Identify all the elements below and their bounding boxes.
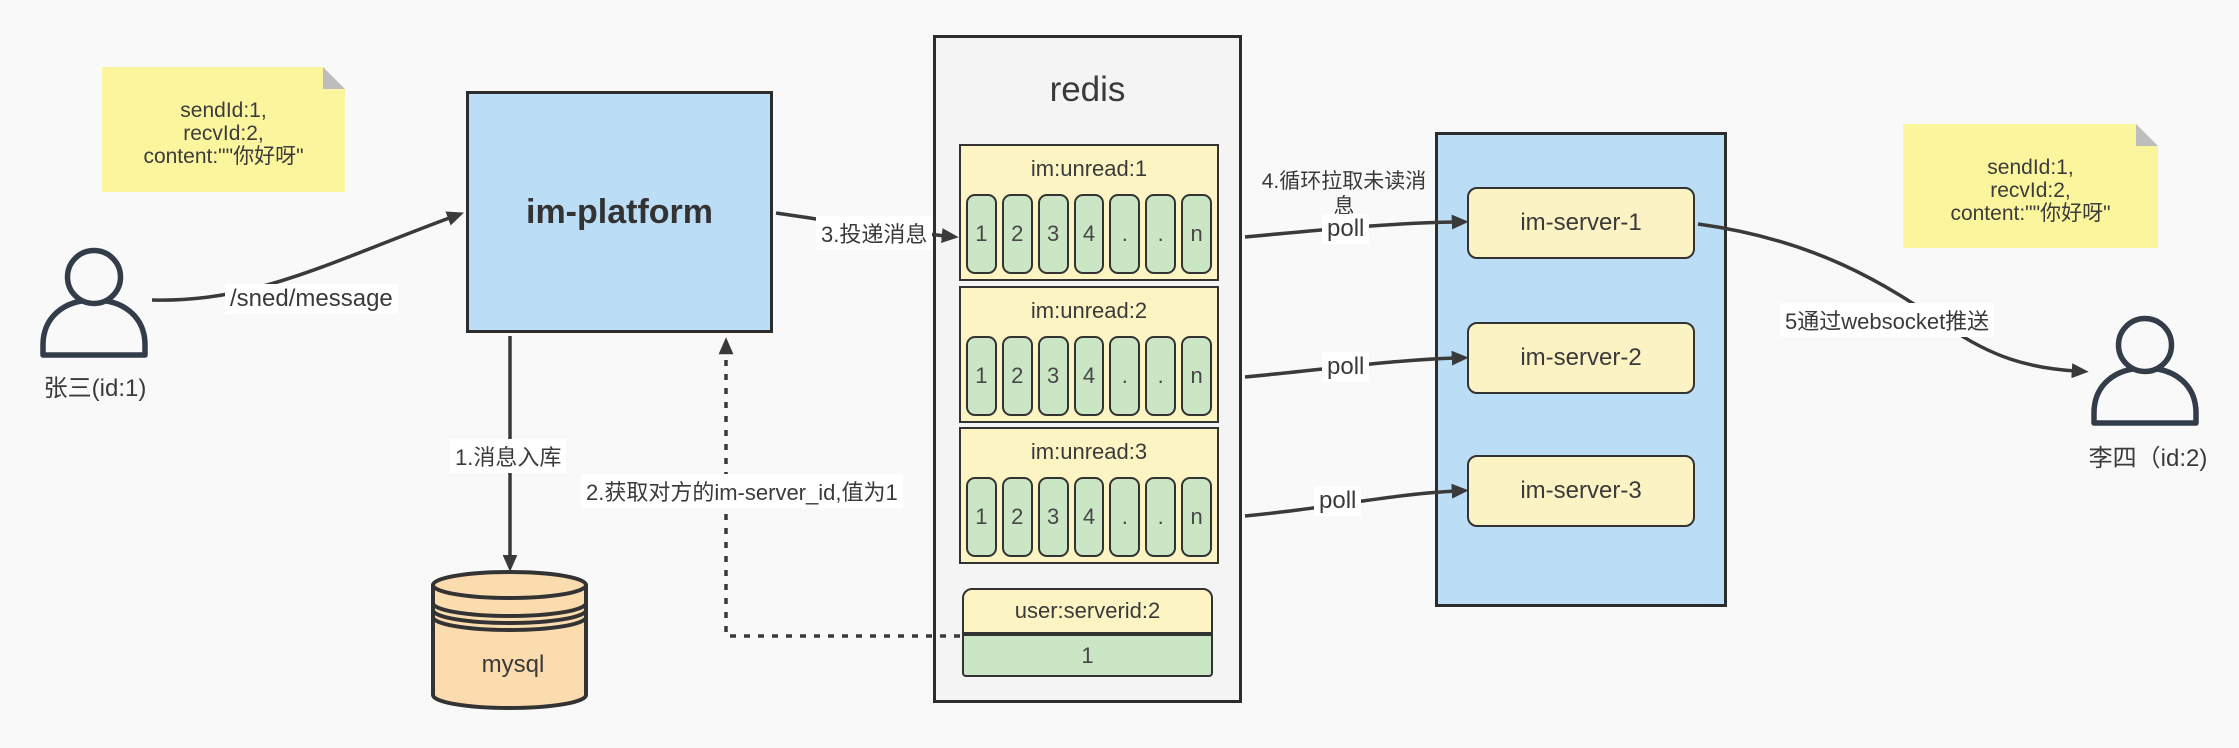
redis-queue-unread-3: im:unread:3 1 2 3 4 . . n: [959, 427, 1219, 564]
websocket-push-step-label: 5通过websocket推送: [1780, 303, 1995, 337]
user-icon-sender: [40, 247, 148, 358]
poll-loop-step-label: 4.循环拉取未读消息: [1261, 170, 1427, 218]
im-platform-box: im-platform: [466, 91, 773, 333]
im-server-3-label: im-server-3: [1520, 477, 1642, 504]
note-line: recvId:2,: [1990, 179, 2071, 202]
send-message-arrow: [151, 211, 464, 302]
queue-cell: n: [1181, 477, 1213, 557]
im-server-1-label: im-server-1: [1520, 209, 1642, 236]
note-line: recvId:2,: [183, 122, 264, 145]
note-line: content:""你好呀": [143, 145, 304, 168]
queue-cell: .: [1145, 336, 1177, 416]
queue-cell: 3: [1037, 336, 1069, 416]
send-message-edge-label: /sned/message: [225, 284, 398, 314]
queue-header: im:unread:1: [1030, 156, 1148, 181]
im-server-1-box: im-server-1: [1467, 187, 1695, 259]
note-line: sendId:1,: [1987, 156, 2074, 179]
queue-cell: 1: [966, 194, 997, 274]
note-fold-icon: [2136, 124, 2158, 146]
queue-header: im:unread:3: [1030, 439, 1148, 464]
queue-cell: 4: [1073, 194, 1105, 274]
deliver-step-label: 3.投递消息: [816, 216, 933, 250]
redis-queue-unread-1: im:unread:1 1 2 3 4 . . n: [959, 144, 1219, 281]
mysql-label: mysql: [481, 651, 545, 678]
queue-cell: .: [1145, 194, 1177, 274]
queue-cell: n: [1181, 194, 1213, 274]
redis-title: redis: [1049, 70, 1126, 109]
queue-cell: 2: [1001, 194, 1033, 274]
queue-cells: 1 2 3 4 . . n: [966, 194, 1213, 274]
user-icon-receiver: [2091, 315, 2199, 426]
receiver-label: 李四（id:2): [2088, 445, 2208, 472]
redis-user-serverid-value: 1: [962, 634, 1213, 677]
poll-edge-label-1: poll: [1322, 214, 1370, 244]
fetch-serverid-dashed-arrow: [718, 337, 960, 638]
queue-cell: 3: [1037, 477, 1069, 557]
redis-user-serverid-header: user:serverid:2: [962, 588, 1213, 634]
note-line: sendId:1,: [180, 99, 267, 122]
queue-cell: 1: [966, 477, 997, 557]
note-line: content:""你好呀": [1950, 202, 2111, 225]
queue-cell: .: [1109, 477, 1141, 557]
note-fold-icon: [323, 67, 345, 89]
fetch-serverid-step-label: 2.获取对方的im-server_id,值为1: [581, 474, 903, 508]
queue-cell: 1: [966, 336, 997, 416]
queue-cells: 1 2 3 4 . . n: [966, 477, 1213, 557]
queue-cell: .: [1109, 336, 1141, 416]
mysql-database-icon: [431, 570, 588, 710]
queue-cell: n: [1181, 336, 1213, 416]
queue-cell: 2: [1001, 336, 1033, 416]
queue-cell: 2: [1001, 477, 1033, 557]
sticky-note-receiver: sendId:1, recvId:2, content:""你好呀": [1903, 124, 2158, 248]
queue-cells: 1 2 3 4 . . n: [966, 336, 1213, 416]
poll-edge-label-3: poll: [1314, 486, 1362, 516]
redis-queue-unread-2: im:unread:2 1 2 3 4 . . n: [959, 286, 1219, 423]
im-server-2-label: im-server-2: [1520, 344, 1642, 371]
queue-cell: 3: [1037, 194, 1069, 274]
queue-header: im:unread:2: [1030, 298, 1148, 323]
queue-cell: 4: [1073, 336, 1105, 416]
sticky-note-sender: sendId:1, recvId:2, content:""你好呀": [102, 67, 345, 192]
queue-cell: .: [1145, 477, 1177, 557]
queue-cell: .: [1109, 194, 1141, 274]
queue-cell: 4: [1073, 477, 1105, 557]
sender-label: 张三(id:1): [43, 375, 147, 402]
store-step-label: 1.消息入库: [450, 439, 567, 473]
poll-edge-label-2: poll: [1322, 352, 1370, 382]
im-platform-label: im-platform: [526, 192, 713, 231]
